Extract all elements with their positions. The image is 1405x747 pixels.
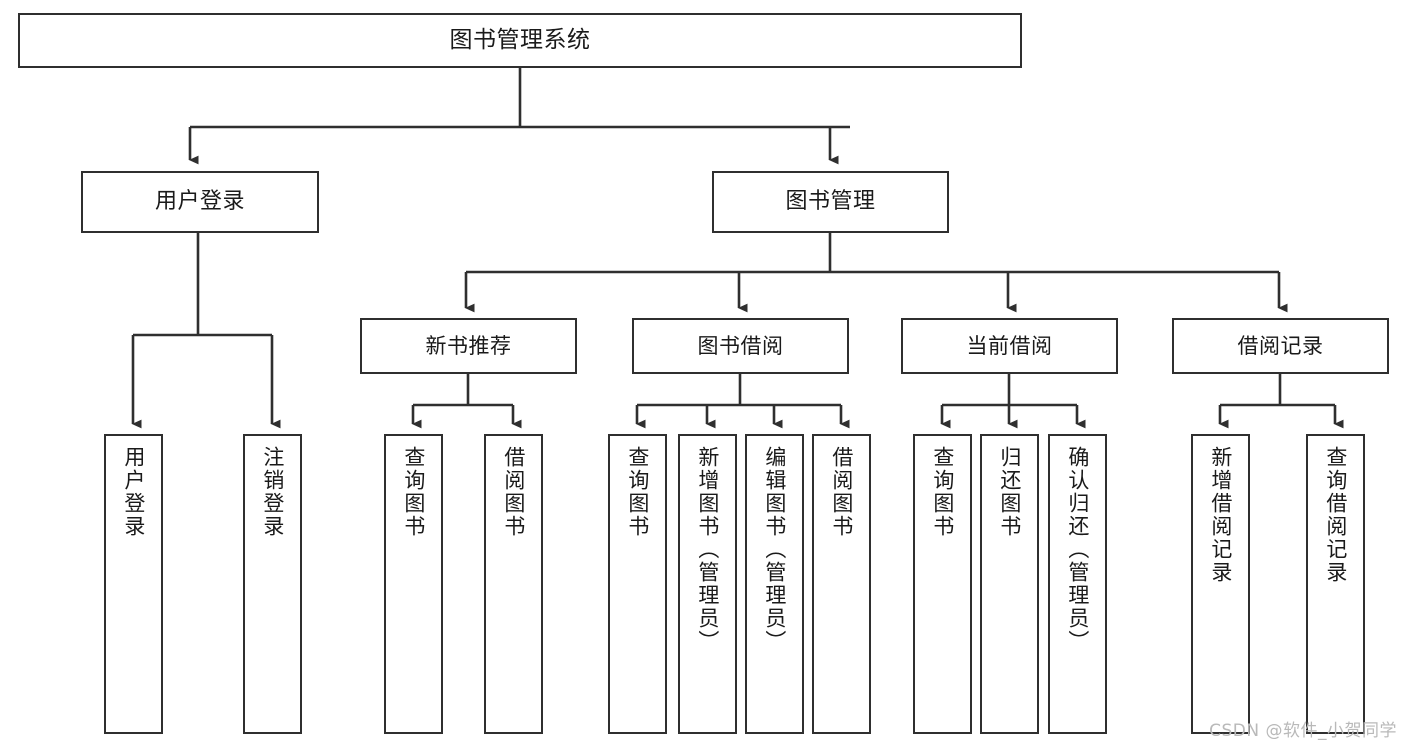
node-leaf-borrow-books[interactable]: 借阅图书: [812, 434, 871, 734]
watermark: CSDN @软件_小贺同学: [1209, 721, 1397, 741]
node-leaf-add-borrow-record-label: 新增借阅记录: [1208, 446, 1233, 584]
node-leaf-query-borrow-record-label: 查询借阅记录: [1323, 446, 1348, 584]
node-leaf-add-borrow-record[interactable]: 新增借阅记录: [1191, 434, 1250, 734]
node-book-borrow[interactable]: 图书借阅: [632, 318, 849, 374]
node-leaf-edit-book-admin[interactable]: 编辑图书（管理员）: [745, 434, 804, 734]
node-current-borrow[interactable]: 当前借阅: [901, 318, 1118, 374]
node-leaf-edit-book-admin-label: 编辑图书（管理员）: [762, 446, 787, 653]
node-leaf-user-login[interactable]: 用户登录: [104, 434, 163, 734]
node-leaf-query-books-current[interactable]: 查询图书: [913, 434, 972, 734]
node-new-book-recommend-label: 新书推荐: [425, 333, 512, 358]
node-leaf-return-books[interactable]: 归还图书: [980, 434, 1039, 734]
node-leaf-return-books-label: 归还图书: [997, 446, 1022, 538]
node-book-management-label: 图书管理: [785, 189, 876, 215]
node-book-management[interactable]: 图书管理: [712, 171, 949, 233]
node-leaf-query-books-borrow-label: 查询图书: [625, 446, 650, 538]
node-borrow-records-label: 借阅记录: [1237, 333, 1324, 358]
node-user-login[interactable]: 用户登录: [81, 171, 319, 233]
node-current-borrow-label: 当前借阅: [966, 333, 1053, 358]
node-leaf-query-books-borrow[interactable]: 查询图书: [608, 434, 667, 734]
node-leaf-user-login-label: 用户登录: [121, 446, 146, 538]
node-leaf-add-book-admin[interactable]: 新增图书（管理员）: [678, 434, 737, 734]
node-leaf-query-books-recommend[interactable]: 查询图书: [384, 434, 443, 734]
node-leaf-add-book-admin-label: 新增图书（管理员）: [695, 446, 720, 653]
node-book-borrow-label: 图书借阅: [697, 333, 784, 358]
node-leaf-query-books-recommend-label: 查询图书: [401, 446, 426, 538]
node-user-login-label: 用户登录: [154, 189, 245, 215]
node-leaf-query-books-current-label: 查询图书: [930, 446, 955, 538]
node-leaf-confirm-return-admin-label: 确认归还（管理员）: [1065, 446, 1090, 653]
node-borrow-records[interactable]: 借阅记录: [1172, 318, 1389, 374]
node-leaf-logout[interactable]: 注销登录: [243, 434, 302, 734]
node-leaf-query-borrow-record[interactable]: 查询借阅记录: [1306, 434, 1365, 734]
node-leaf-borrow-books-recommend[interactable]: 借阅图书: [484, 434, 543, 734]
node-leaf-borrow-books-recommend-label: 借阅图书: [501, 446, 526, 538]
node-root-system[interactable]: 图书管理系统: [18, 13, 1022, 68]
node-root-system-label: 图书管理系统: [449, 27, 591, 54]
node-leaf-confirm-return-admin[interactable]: 确认归还（管理员）: [1048, 434, 1107, 734]
node-new-book-recommend[interactable]: 新书推荐: [360, 318, 577, 374]
node-leaf-logout-label: 注销登录: [260, 446, 285, 538]
node-leaf-borrow-books-label: 借阅图书: [829, 446, 854, 538]
